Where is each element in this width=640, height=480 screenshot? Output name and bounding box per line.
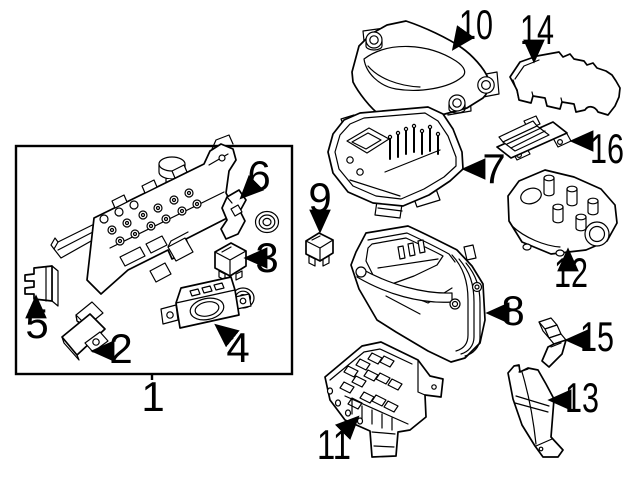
callout-14-label[interactable]: 14	[520, 6, 554, 53]
callout-6-label[interactable]: 6	[247, 152, 270, 199]
callout-5[interactable]: 5	[25, 294, 49, 347]
part-6-mounting-bracket	[220, 189, 247, 240]
callout-10-label[interactable]: 10	[459, 1, 493, 48]
callout-16-label[interactable]: 16	[590, 125, 624, 172]
callout-7[interactable]: 7	[461, 145, 506, 192]
callout-4-label[interactable]: 4	[226, 324, 249, 371]
callout-12[interactable]: 12	[554, 247, 588, 296]
callout-13-label[interactable]: 13	[565, 374, 599, 421]
callout-12-label[interactable]: 12	[554, 249, 588, 296]
callout-11-label[interactable]: 11	[317, 421, 351, 468]
callout-3-label[interactable]: 3	[255, 234, 278, 281]
callout-4[interactable]: 4	[214, 323, 250, 371]
callout-11-arrow	[334, 415, 360, 441]
callout-10-arrow	[451, 25, 475, 51]
group-1-outline	[14, 144, 294, 376]
callout-16[interactable]: 16	[569, 125, 624, 172]
callout-8[interactable]: 8	[485, 287, 525, 334]
callout-6-arrow	[239, 174, 265, 200]
callout-5-label[interactable]: 5	[25, 300, 48, 347]
callout-4-arrow	[214, 323, 240, 348]
part-3-relay-cube	[214, 242, 247, 281]
part-15-clip-bracket	[538, 317, 567, 368]
part-4-control-module	[160, 276, 252, 329]
callout-11[interactable]: 11	[317, 415, 360, 468]
part-7-relay-carrier-tray	[327, 106, 464, 219]
part-12-terminal-junction-block	[507, 169, 618, 257]
part-8-housing-lower-section	[350, 225, 486, 363]
callout-6[interactable]: 6	[239, 152, 271, 200]
callout-13[interactable]: 13	[547, 374, 599, 421]
callout-3[interactable]: 3	[243, 234, 279, 281]
hex-nut-upper	[254, 210, 280, 234]
part-13-side-bracket	[507, 364, 564, 458]
callout-10[interactable]: 10	[451, 1, 493, 51]
callout-15-label[interactable]: 15	[580, 313, 614, 360]
part-16-retainer-strip	[496, 115, 572, 161]
callout-9-label[interactable]: 9	[308, 174, 331, 221]
callout-9[interactable]: 9	[308, 174, 332, 234]
callout-7-label[interactable]: 7	[482, 145, 505, 192]
part-14-flat-cover	[509, 51, 621, 116]
callout-1[interactable]: 1	[141, 373, 165, 420]
callout-15[interactable]: 15	[564, 313, 614, 360]
callout-8-label[interactable]: 8	[501, 287, 524, 334]
part-1-bracket-assembly	[50, 134, 238, 295]
callout-1-label[interactable]: 1	[141, 373, 164, 420]
callout-14[interactable]: 14	[520, 6, 554, 64]
part-11-fuse-carrier-block	[324, 341, 444, 458]
callout-2-label[interactable]: 2	[109, 325, 132, 372]
part-9-small-relay-cube	[305, 232, 334, 267]
callout-2[interactable]: 2	[90, 325, 133, 372]
